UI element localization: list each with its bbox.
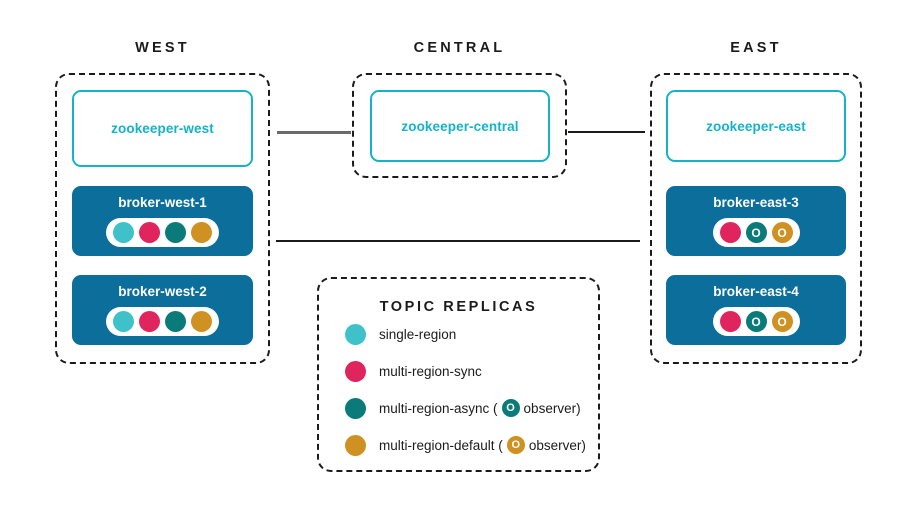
legend-item-single-region: single-region bbox=[345, 323, 586, 345]
legend-panel: TOPIC REPLICAS single-region multi-regio… bbox=[317, 277, 600, 472]
region-title-east: EAST bbox=[730, 40, 782, 56]
zookeeper-node-east[interactable]: zookeeper-east bbox=[666, 90, 846, 162]
broker-node-west-2[interactable]: broker-west-2 bbox=[72, 275, 253, 345]
broker-label-west-2: broker-west-2 bbox=[118, 284, 207, 299]
observer-badge-icon: O bbox=[501, 399, 520, 417]
replica-dot-multi-region-async-observer: O bbox=[745, 222, 767, 243]
observer-badge-icon: O bbox=[506, 436, 525, 454]
region-container-west bbox=[55, 73, 270, 364]
replica-dot-multi-region-sync bbox=[139, 311, 160, 332]
replica-dot-multi-region-default bbox=[191, 311, 212, 332]
replica-dot-multi-region-sync bbox=[719, 222, 741, 243]
region-title-west: WEST bbox=[135, 40, 190, 56]
zookeeper-label-central: zookeeper-central bbox=[401, 118, 519, 134]
legend-swatch-multi-region-async bbox=[345, 397, 366, 419]
zookeeper-label-east: zookeeper-east bbox=[706, 118, 806, 134]
zookeeper-node-west[interactable]: zookeeper-west bbox=[72, 90, 253, 167]
region-container-east bbox=[650, 73, 862, 364]
legend-item-multi-region-async: multi-region-async ( O observer) bbox=[345, 397, 586, 419]
legend-text-suffix: observer) bbox=[528, 437, 586, 453]
legend-item-multi-region-default: multi-region-default ( O observer) bbox=[345, 434, 586, 456]
broker-label-east-4: broker-east-4 bbox=[713, 284, 799, 299]
replica-dot-multi-region-sync bbox=[719, 311, 741, 332]
replica-dot-multi-region-default-observer: O bbox=[771, 222, 793, 243]
broker-label-east-3: broker-east-3 bbox=[713, 195, 799, 210]
region-container-central bbox=[352, 73, 567, 178]
legend-label-multi-region-sync: multi-region-sync bbox=[379, 363, 482, 379]
legend-text-suffix: observer) bbox=[523, 400, 581, 416]
zookeeper-label-west: zookeeper-west bbox=[111, 121, 214, 136]
connector-central-east bbox=[568, 131, 645, 133]
legend-text-prefix: multi-region-default ( bbox=[379, 437, 503, 453]
legend-swatch-multi-region-sync bbox=[345, 360, 366, 382]
legend-text-prefix: multi-region-async ( bbox=[379, 400, 498, 416]
replica-pill-east-4: O O bbox=[712, 307, 800, 336]
connector-west-central bbox=[277, 131, 351, 134]
replica-dot-multi-region-async bbox=[165, 311, 186, 332]
legend-swatch-single-region bbox=[345, 323, 366, 345]
replica-dot-multi-region-default-observer: O bbox=[771, 311, 793, 332]
legend-swatch-multi-region-default bbox=[345, 434, 366, 456]
legend-label-single-region: single-region bbox=[379, 326, 457, 342]
replica-pill-west-1 bbox=[106, 218, 219, 247]
replica-dot-multi-region-async-observer: O bbox=[745, 311, 767, 332]
legend-title: TOPIC REPLICAS bbox=[379, 299, 538, 315]
broker-label-west-1: broker-west-1 bbox=[118, 195, 207, 210]
replica-dot-multi-region-sync bbox=[139, 222, 160, 243]
region-title-central: CENTRAL bbox=[413, 40, 506, 56]
zookeeper-node-central[interactable]: zookeeper-central bbox=[370, 90, 550, 162]
broker-node-east-3[interactable]: broker-east-3 O O bbox=[666, 186, 846, 256]
legend-label-multi-region-async: multi-region-async ( O observer) bbox=[379, 399, 581, 417]
connector-west-east-brokers bbox=[276, 240, 640, 242]
replica-dot-multi-region-async bbox=[165, 222, 186, 243]
replica-pill-east-3: O O bbox=[712, 218, 800, 247]
replica-dot-single-region bbox=[113, 222, 134, 243]
legend-item-multi-region-sync: multi-region-sync bbox=[345, 360, 586, 382]
replica-dot-multi-region-default bbox=[191, 222, 212, 243]
legend-item-list: single-region multi-region-sync multi-re… bbox=[345, 323, 586, 456]
replica-dot-single-region bbox=[113, 311, 134, 332]
broker-node-west-1[interactable]: broker-west-1 bbox=[72, 186, 253, 256]
broker-node-east-4[interactable]: broker-east-4 O O bbox=[666, 275, 846, 345]
replica-pill-west-2 bbox=[106, 307, 219, 336]
legend-label-multi-region-default: multi-region-default ( O observer) bbox=[379, 436, 586, 454]
